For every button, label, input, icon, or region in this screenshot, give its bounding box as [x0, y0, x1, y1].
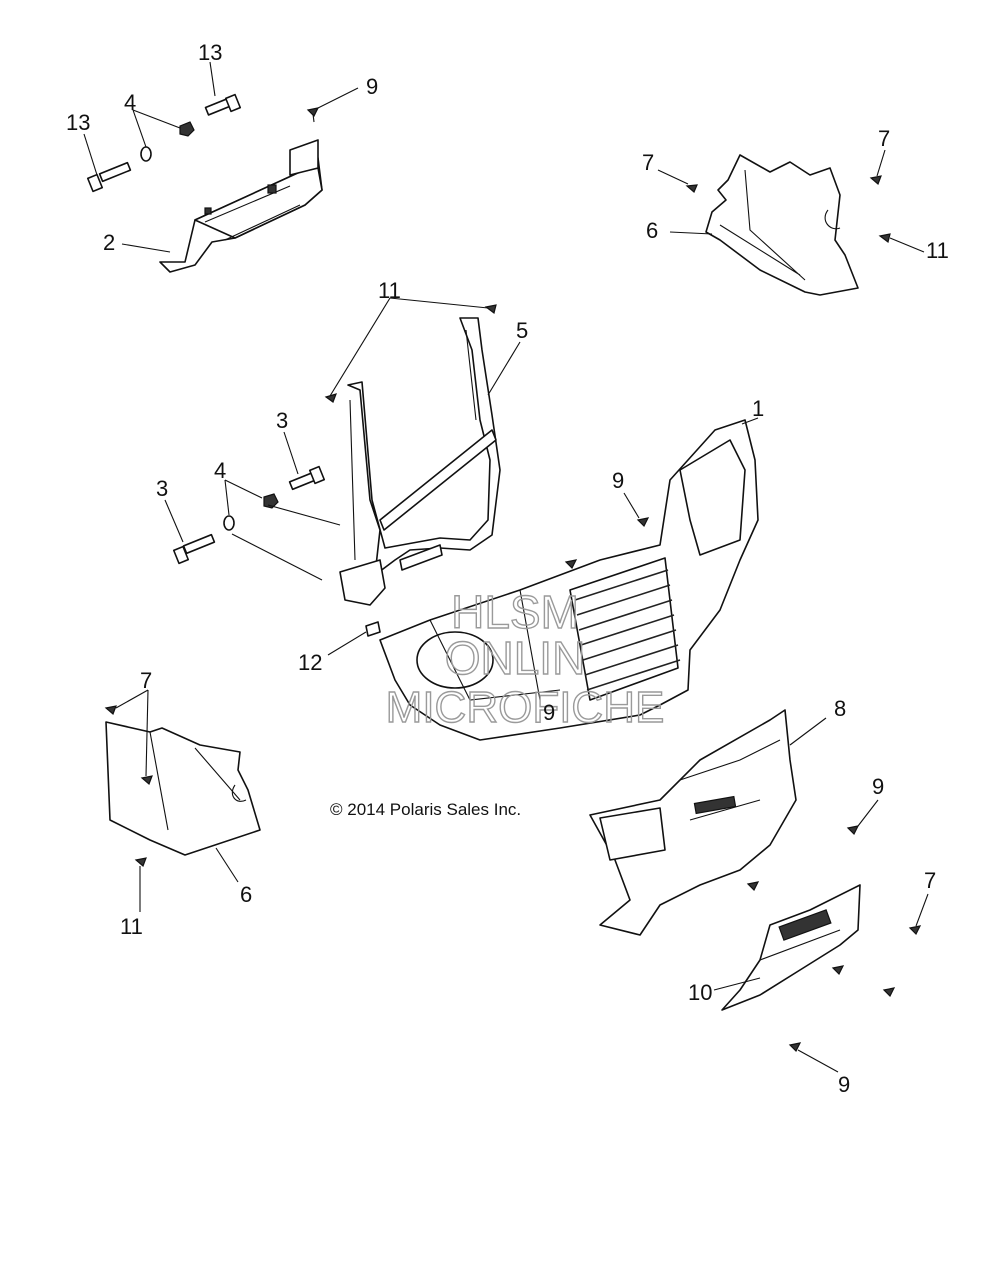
- screw-9-bumper: [846, 825, 860, 836]
- lower-bumper: [589, 709, 797, 936]
- screw-skid-mid: [831, 965, 845, 976]
- screw-fascia-center: [564, 559, 578, 570]
- rivet-7-upper-right: [869, 175, 882, 186]
- callout-13-left: 13: [66, 110, 90, 135]
- rivet-11-frame-left: [324, 393, 337, 403]
- mounting-bracket: [159, 139, 323, 273]
- callout-13-top: 13: [198, 40, 222, 65]
- side-panel-upper-right: [705, 154, 859, 296]
- rivet-11-frame-right: [484, 304, 497, 315]
- callout-7-upper-right: 7: [878, 126, 890, 151]
- screw-skid-right: [882, 987, 896, 998]
- callout-6-upper: 6: [646, 218, 658, 243]
- rivet-7-lower-left-mid: [140, 775, 153, 786]
- front-frame-bumper: [339, 317, 501, 606]
- callout-11-lower: 11: [120, 914, 143, 939]
- bolt-3-lower: [172, 533, 216, 565]
- callout-7-upper-left: 7: [642, 150, 654, 175]
- callout-12: 12: [298, 650, 322, 675]
- callout-6-lower: 6: [240, 882, 252, 907]
- callout-4-middle: 4: [214, 458, 226, 483]
- nut-4-middle: [263, 493, 279, 509]
- callout-4-top: 4: [124, 90, 136, 115]
- screw-9-fascia: [636, 517, 650, 528]
- callout-7-skid: 7: [924, 868, 936, 893]
- watermark-line-2: ONLIN: [445, 632, 586, 684]
- callout-3-upper: 3: [276, 408, 288, 433]
- callout-5: 5: [516, 318, 528, 343]
- skid-plate: [721, 884, 861, 1011]
- callout-9-bottom: 9: [838, 1072, 850, 1097]
- watermark-line-3: MICROFICHE: [386, 683, 665, 732]
- bolt-13-upper: [204, 93, 242, 116]
- washer-4-middle: [223, 515, 235, 531]
- callout-2: 2: [103, 230, 115, 255]
- rivet-7-skid: [908, 925, 922, 936]
- callout-11-frame: 11: [378, 278, 401, 303]
- rivet-7-upper-left: [685, 184, 698, 193]
- copyright-notice: © 2014 Polaris Sales Inc.: [330, 800, 521, 819]
- callout-9-top: 9: [366, 74, 378, 99]
- rivet-11-lower: [134, 857, 147, 868]
- rivet-11-upper: [878, 233, 891, 244]
- screw-9-bottom: [788, 1042, 802, 1053]
- side-panel-lower-left: [105, 721, 261, 856]
- callout-9-center: 9: [543, 700, 555, 725]
- push-rivet-12: [365, 621, 381, 637]
- callout-1: 1: [752, 396, 764, 421]
- watermark-line-1: HLSM: [451, 586, 579, 638]
- front-fascia: [379, 419, 759, 741]
- callout-8: 8: [834, 696, 846, 721]
- nut-4-upper: [179, 121, 195, 137]
- callout-9-bumper: 9: [872, 774, 884, 799]
- callout-9-fascia: 9: [612, 468, 624, 493]
- screw-9-top: [306, 107, 320, 123]
- callout-7-lower-left: 7: [140, 668, 152, 693]
- rivet-7-lower-left-top: [104, 705, 117, 716]
- callout-labels: 13 13 4 9 2 7 7 6 11 11 5 3 3 4 1 9 12 9…: [66, 40, 949, 1097]
- screw-bumper-bottom: [746, 881, 760, 892]
- watermark: HLSM ONLIN MICROFICHE: [385, 585, 665, 732]
- bolt-13-lower: [86, 161, 132, 193]
- bolt-3-upper: [288, 465, 326, 491]
- callout-3-lower: 3: [156, 476, 168, 501]
- callout-11-upper: 11: [926, 238, 949, 263]
- callout-10: 10: [688, 980, 712, 1005]
- leader-lines: [83, 61, 929, 1073]
- washer-4-upper: [140, 146, 152, 162]
